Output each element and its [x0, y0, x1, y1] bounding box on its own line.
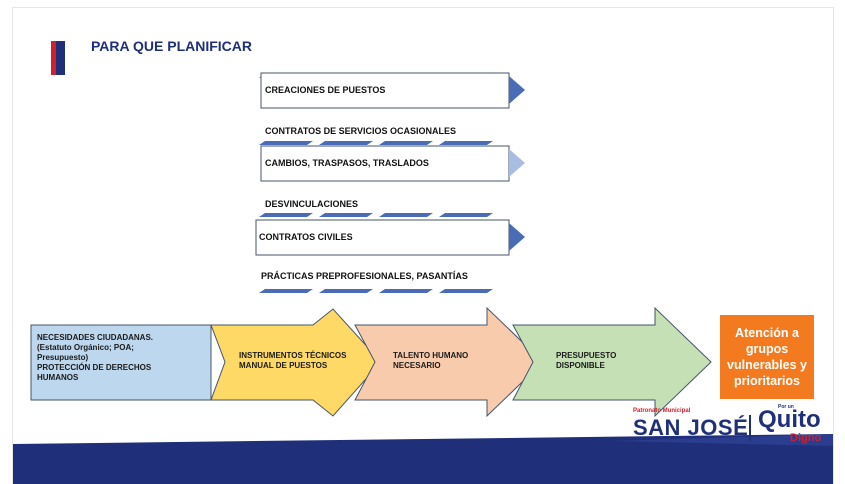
footer-band [13, 434, 833, 484]
arrow-icon [509, 76, 525, 104]
option-practicas-pasantias: PRÁCTICAS PREPROFESIONALES, PASANTÍAS [261, 271, 468, 281]
step4-line-2: DISPONIBLE [556, 361, 605, 370]
step4-arrow [512, 306, 712, 418]
option-box-1 [260, 72, 510, 109]
logo-quito: Quito [758, 406, 821, 433]
outcome-box: Atención a grupos vulnerables y priorita… [720, 315, 814, 399]
option-box-3 [255, 219, 510, 256]
step1-line-1: NECESIDADES CIUDADANAS. [37, 333, 154, 342]
option-desvinculaciones: DESVINCULACIONES [265, 199, 359, 209]
step2-label: INSTRUMENTOS TÉCNICOS MANUAL DE PUESTOS [239, 351, 346, 371]
step2-arrow [210, 308, 382, 417]
step3-arrow [354, 306, 544, 418]
logo-san-jose: SAN JOSÉ [633, 415, 749, 440]
step3-label: TALENTO HUMANO NECESARIO [393, 351, 468, 371]
slide: PARA QUE PLANIFICAR CREACIONES DE PUESTO… [13, 8, 833, 484]
step1-line-5: HUMANOS [37, 373, 79, 382]
step3-line-1: TALENTO HUMANO [393, 351, 469, 360]
step4-label: PRESUPUESTO DISPONIBLE [556, 351, 616, 371]
option-contratos-civiles: CONTRATOS CIVILES [259, 232, 353, 242]
options-graphic [13, 72, 833, 484]
logo-por-un: Por un [778, 404, 794, 410]
step2-line-1: INSTRUMENTOS TÉCNICOS [239, 351, 347, 360]
slide-title: PARA QUE PLANIFICAR [91, 38, 252, 54]
option-contratos-servicios-ocasionales: CONTRATOS DE SERVICIOS OCASIONALES [265, 126, 457, 136]
step1-label: NECESIDADES CIUDADANAS. (Estatuto Orgáni… [37, 333, 153, 383]
footer-band-accent [613, 434, 833, 446]
logo-separator [749, 415, 751, 441]
arrow-icon [509, 223, 525, 251]
step1-box [30, 324, 212, 401]
step4-line-1: PRESUPUESTO [556, 351, 617, 360]
option-box-2 [260, 145, 510, 182]
option-cambios-traspasos-traslados: CAMBIOS, TRASPASOS, TRASLADOS [265, 158, 429, 168]
logo-patronato-text: Patronato Municipal [633, 408, 691, 414]
step1-line-3: Presupuesto) [37, 353, 89, 362]
step3-line-2: NECESARIO [393, 361, 441, 370]
option-creaciones-de-puestos: CREACIONES DE PUESTOS [265, 85, 386, 95]
logo-digno: Digno [790, 432, 822, 444]
step2-line-2: MANUAL DE PUESTOS [239, 361, 328, 370]
step1-line-2: (Estatuto Orgánico; POA; [37, 343, 134, 352]
title-accent-icon [51, 41, 65, 75]
arrow-icon [509, 149, 525, 177]
step1-line-4: PROTECCIÓN DE DERECHOS [37, 363, 152, 372]
